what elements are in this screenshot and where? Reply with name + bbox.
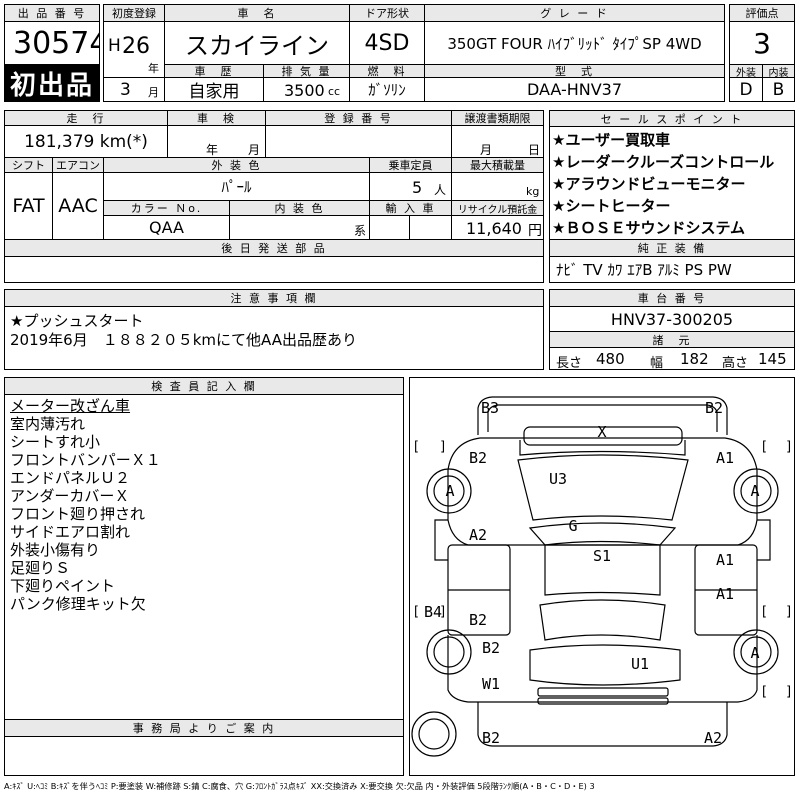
displacement: 3500 [284, 81, 325, 100]
inspector-note: サイドエアロ割れ [10, 523, 131, 541]
diagram-bracket: [ [760, 439, 768, 455]
fuel-label: 燃 料 [349, 64, 425, 78]
interior-grade: B [762, 77, 795, 102]
note-line: ★プッシュスタート [10, 312, 144, 330]
legend: A:ｷｽﾞ U:ﾍｺﾐ B:ｷｽﾞを伴うﾍｺﾐ P:要塗装 W:補修跡 S:錆 … [4, 781, 595, 791]
diagram-bracket: ] [785, 439, 793, 455]
damage-mark: B2 [481, 729, 501, 747]
recycle-fee: 11,640 [466, 219, 522, 238]
sales-point-item: ★ＢＯＳＥサウンドシステム [552, 219, 745, 237]
damage-mark: U1 [630, 655, 650, 673]
damage-mark: A [750, 482, 760, 500]
inspection-year-unit: 年 [206, 143, 219, 157]
diagram-bracket: [ [412, 439, 420, 455]
dimensions-cell: 長さ 480 幅 182 高さ 145 [549, 347, 795, 371]
month-unit: 月 [148, 86, 159, 99]
era-label: H [108, 36, 121, 56]
damage-mark: B2 [468, 449, 488, 467]
diagram-bracket: [ [760, 604, 768, 620]
grade-label: グ レ ー ド [424, 4, 725, 22]
diagram-bracket: ] [439, 604, 447, 620]
inspector-note: フロント廻り押され [10, 505, 146, 523]
capacity: 5 [412, 178, 423, 197]
damage-mark: A2 [468, 526, 488, 544]
note-line: 2019年6月 １８８２０５kmにて他AA出品歴あり [10, 331, 357, 349]
damage-diagram-frame [409, 377, 795, 776]
damage-mark: U3 [548, 470, 568, 488]
model-code: DAA-HNV37 [424, 77, 725, 102]
sales-point-item: ★レーダークルーズコントロール [552, 153, 775, 171]
door-type: 4SD [349, 21, 425, 65]
inspector-note: 下廻りペイント [10, 577, 116, 595]
inspection-label: 車 検 [167, 110, 266, 126]
inspection-month-unit: 月 [248, 143, 261, 157]
damage-mark: B3 [480, 399, 500, 417]
diagram-bracket: ] [785, 604, 793, 620]
recycle-fee-unit: 円 [528, 223, 542, 239]
transfer-doc-label: 譲渡書類期限 [451, 110, 544, 126]
displacement-cell: 3500 cc [263, 77, 350, 102]
max-load-label: 最大積載量 [451, 157, 544, 173]
damage-mark: A1 [715, 585, 735, 603]
registration-month: 3 [120, 80, 131, 100]
later-parts-cell [4, 256, 544, 283]
car-name-label: 車 名 [164, 4, 350, 22]
height-value: 145 [758, 350, 787, 368]
damage-mark: S1 [592, 547, 612, 565]
inspector-note: メーター改ざん車 [10, 397, 131, 415]
damage-mark: B2 [468, 611, 488, 629]
displacement-unit: cc [328, 85, 341, 98]
damage-mark: X [597, 423, 607, 441]
damage-mark: A1 [715, 551, 735, 569]
damage-mark: B2 [481, 639, 501, 657]
damage-mark: A [750, 644, 760, 662]
sales-point-item: ★シートヒーター [552, 197, 671, 215]
sales-point-item: ★アラウンドビューモニター [552, 175, 746, 193]
length-value: 480 [596, 350, 625, 368]
registration-year: 26 [122, 34, 150, 59]
diagram-bracket: ] [439, 439, 447, 455]
inspector-note: 足廻りＳ [10, 559, 71, 577]
damage-mark: A1 [715, 449, 735, 467]
inspector-note: フロントバンパーＸ１ [10, 451, 161, 469]
height-label: 高さ [722, 356, 749, 371]
diagram-bracket: [ [760, 684, 768, 700]
capacity-unit: 人 [434, 183, 447, 197]
diagram-bracket: [ [412, 604, 420, 620]
damage-mark: W1 [481, 675, 501, 693]
transfer-month-unit: 月 [480, 143, 493, 157]
import-divider [409, 215, 410, 240]
width-label: 幅 [650, 356, 664, 371]
capacity-label: 乗車定員 [369, 157, 452, 173]
inspector-note: シートすれ小 [10, 433, 101, 451]
equipment: ﾅﾋﾞ TV ｶﾜ ｴｱB ｱﾙﾐ PS PW [549, 256, 795, 283]
notes-box [4, 306, 544, 370]
diagram-bracket: ] [785, 684, 793, 700]
office-notice-box [4, 736, 404, 776]
inspector-note: パンク修理キット欠 [10, 595, 146, 613]
damage-mark: B4 [423, 603, 443, 621]
damage-mark: G [568, 517, 578, 535]
inspector-note: エンドパネルＵ２ [10, 469, 131, 487]
first-listing-badge: 初出品 [4, 64, 100, 102]
damage-mark: B2 [704, 399, 724, 417]
inspector-note: アンダーカバーＸ [10, 487, 130, 505]
recycle-fee-cell: 11,640 円 [451, 215, 544, 240]
transfer-day-unit: 日 [528, 143, 541, 157]
year-unit: 年 [148, 62, 159, 75]
sales-point-item: ★ユーザー買取車 [552, 131, 671, 149]
width-value: 182 [680, 350, 709, 368]
damage-mark: A2 [703, 729, 723, 747]
damage-mark: A [445, 482, 455, 500]
inspector-note: 外装小傷有り [10, 541, 101, 559]
office-notice-label: 事 務 局 よ り ご 案 内 [4, 719, 404, 737]
max-load-unit: kg [526, 185, 540, 198]
inspector-note: 室内薄汚れ [10, 415, 86, 433]
length-label: 長さ [556, 356, 583, 371]
interior-color-unit: 系 [354, 224, 367, 238]
